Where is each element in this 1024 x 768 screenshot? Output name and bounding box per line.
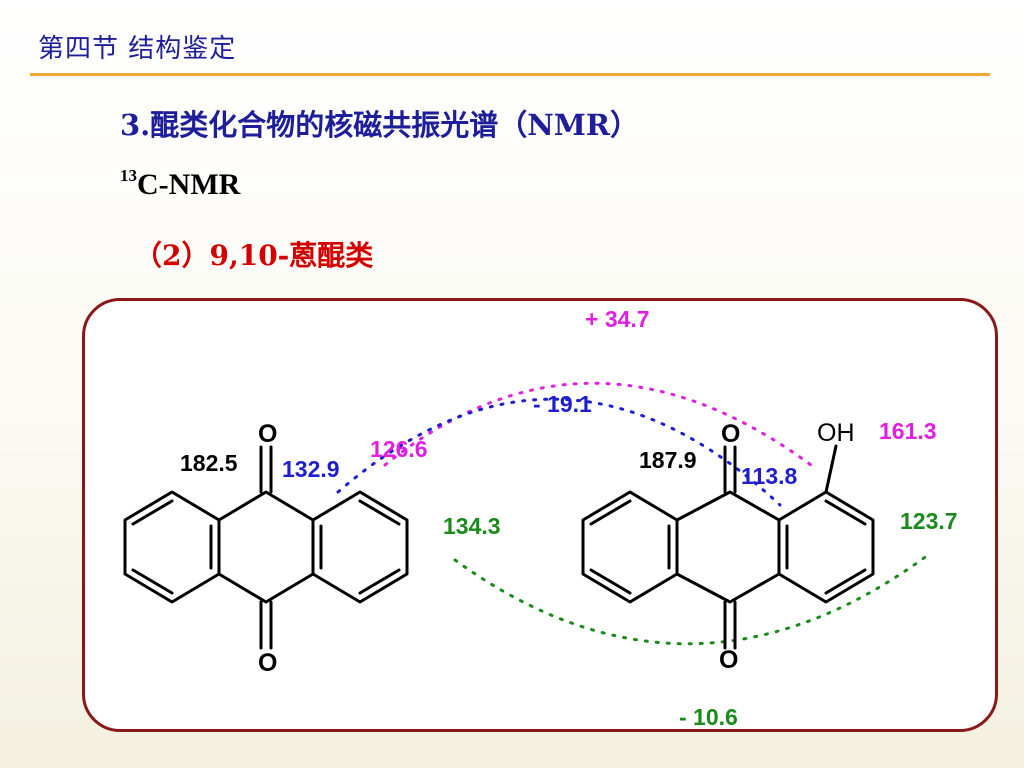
right-shift-c9a: 113.8 bbox=[741, 463, 797, 489]
left-oxygen-bottom: O bbox=[258, 649, 277, 677]
nmr-label: 13C-NMR bbox=[120, 166, 241, 202]
delta-c1-label: + 34.7 bbox=[585, 306, 650, 332]
nmr-label-text: C-NMR bbox=[137, 168, 241, 201]
left-shift-c1: 126.6 bbox=[370, 436, 428, 462]
slide-heading: 3.醌类化合物的核磁共振光谱（NMR） bbox=[120, 108, 639, 142]
left-shift-c9a: 132.9 bbox=[282, 456, 340, 482]
anthraquinone-structure bbox=[123, 445, 409, 650]
section-title: 第四节 结构鉴定 bbox=[38, 34, 237, 64]
arc-c1-magenta bbox=[383, 381, 817, 470]
right-oxygen-top: O bbox=[721, 420, 740, 448]
right-shift-carbonyl: 187.9 bbox=[639, 447, 697, 473]
figure-panel bbox=[82, 298, 998, 732]
right-shift-c2: 123.7 bbox=[900, 508, 958, 534]
delta-c2-label: - 10.6 bbox=[679, 704, 738, 730]
hydroxyanthraquinone-structure bbox=[581, 444, 875, 650]
header-rule bbox=[30, 73, 990, 76]
arc-c2-green bbox=[453, 553, 930, 646]
left-oxygen-top: O bbox=[258, 420, 277, 448]
delta-c9a-label: - 19.1 bbox=[533, 391, 592, 417]
left-shift-c2: 134.3 bbox=[443, 513, 501, 539]
right-oxygen-bottom: O bbox=[719, 646, 738, 674]
arc-c9a-blue bbox=[336, 397, 782, 507]
subheading: （2）9,10-蒽醌类 bbox=[134, 239, 374, 272]
left-shift-carbonyl: 182.5 bbox=[180, 450, 238, 476]
right-shift-c1: 161.3 bbox=[879, 418, 937, 444]
isotope-superscript: 13 bbox=[120, 166, 137, 185]
hydroxyl-label: OH bbox=[817, 419, 855, 447]
